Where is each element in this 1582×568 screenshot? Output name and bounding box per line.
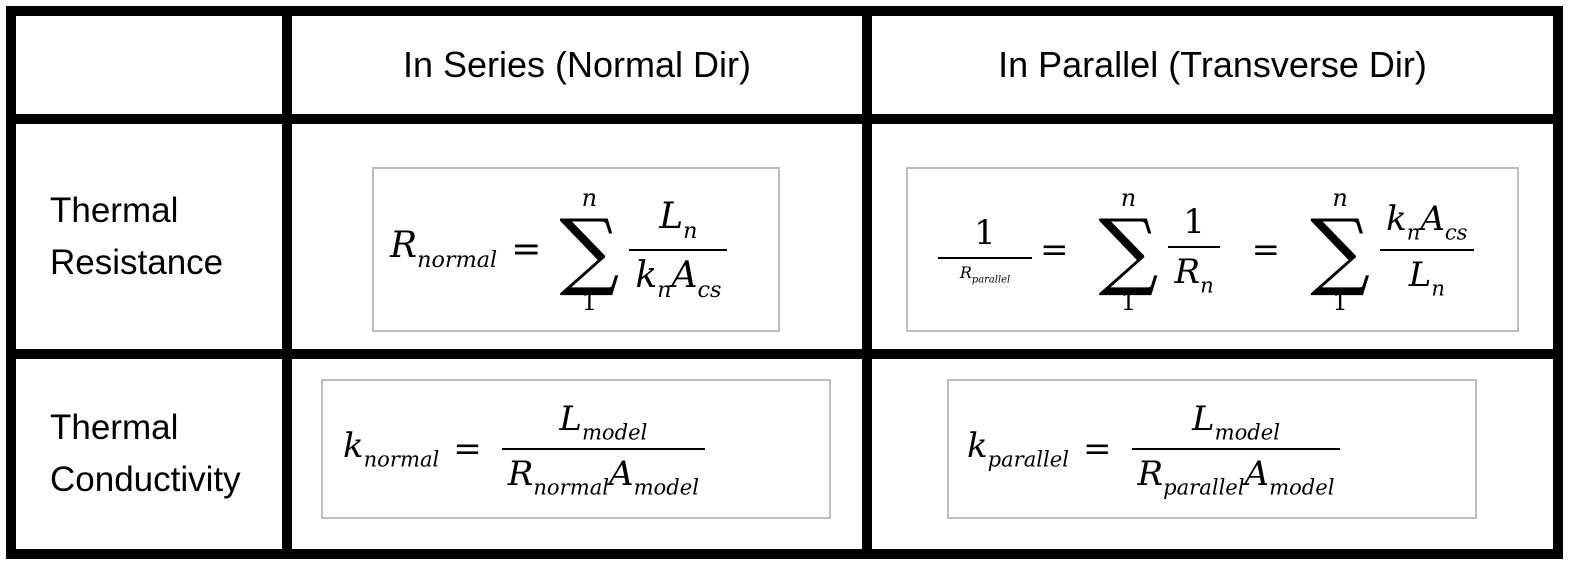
formula-table: In Series (Normal Dir) In Parallel (Tran… bbox=[6, 6, 1563, 559]
summation-1: n ∑ 1 bbox=[1098, 183, 1159, 316]
fraction: Ln knAcs bbox=[629, 196, 728, 303]
equation-box-series-conductivity: knormal = Lmodel RnormalAmodel bbox=[321, 379, 831, 519]
table-divider-row1 bbox=[6, 114, 1563, 124]
fraction-1: 1 Rn bbox=[1168, 202, 1220, 297]
row-label-resistance-line2: Resistance bbox=[50, 242, 224, 282]
fraction: Lmodel RnormalAmodel bbox=[501, 399, 705, 499]
table-divider-col2 bbox=[862, 6, 872, 559]
table-border-right bbox=[1553, 6, 1563, 559]
table-border-top bbox=[6, 6, 1563, 16]
lhs-variable: Rnormal bbox=[390, 225, 498, 274]
row-label-resistance: Thermal Resistance bbox=[16, 124, 316, 349]
table-border-bottom bbox=[6, 549, 1563, 559]
equation-box-parallel-conductivity: kparallel = Lmodel RparallelAmodel bbox=[947, 379, 1477, 519]
table-border-left bbox=[6, 6, 16, 559]
equation-box-series-resistance: Rnormal = n ∑ 1 Ln knAcs bbox=[372, 167, 780, 332]
summation: n ∑ 1 bbox=[559, 183, 620, 316]
table-divider-row2 bbox=[6, 349, 1563, 359]
equals-sign: = bbox=[453, 429, 482, 469]
summation-2: n ∑ 1 bbox=[1310, 183, 1371, 316]
fraction-2: knAcs Ln bbox=[1380, 199, 1474, 300]
row-label-conductivity: Thermal Conductivity bbox=[16, 359, 316, 549]
column-header-parallel-label: In Parallel (Transverse Dir) bbox=[998, 44, 1427, 85]
table-divider-col1 bbox=[282, 6, 292, 559]
equals-sign: = bbox=[511, 229, 542, 270]
equation-box-parallel-resistance: 1 Rparallel = n ∑ 1 1 Rn = n ∑ 1 k bbox=[906, 167, 1519, 332]
row-label-conductivity-line2: Conductivity bbox=[50, 460, 241, 499]
column-header-series-label: In Series (Normal Dir) bbox=[402, 44, 752, 85]
lhs-fraction: 1 Rparallel bbox=[938, 213, 1032, 286]
equals-sign: = bbox=[1083, 429, 1112, 469]
header-empty-cell bbox=[16, 16, 282, 114]
lhs-variable: kparallel bbox=[967, 426, 1070, 472]
column-header-series: In Series (Normal Dir) bbox=[292, 16, 862, 114]
fraction: Lmodel RparallelAmodel bbox=[1131, 399, 1341, 499]
row-label-resistance-line1: Thermal bbox=[50, 190, 179, 230]
row-label-conductivity-line1: Thermal bbox=[50, 408, 179, 447]
equals-sign-2: = bbox=[1251, 229, 1281, 270]
column-header-parallel: In Parallel (Transverse Dir) bbox=[872, 16, 1553, 114]
equals-sign-1: = bbox=[1040, 229, 1069, 270]
lhs-variable: knormal bbox=[343, 426, 440, 472]
